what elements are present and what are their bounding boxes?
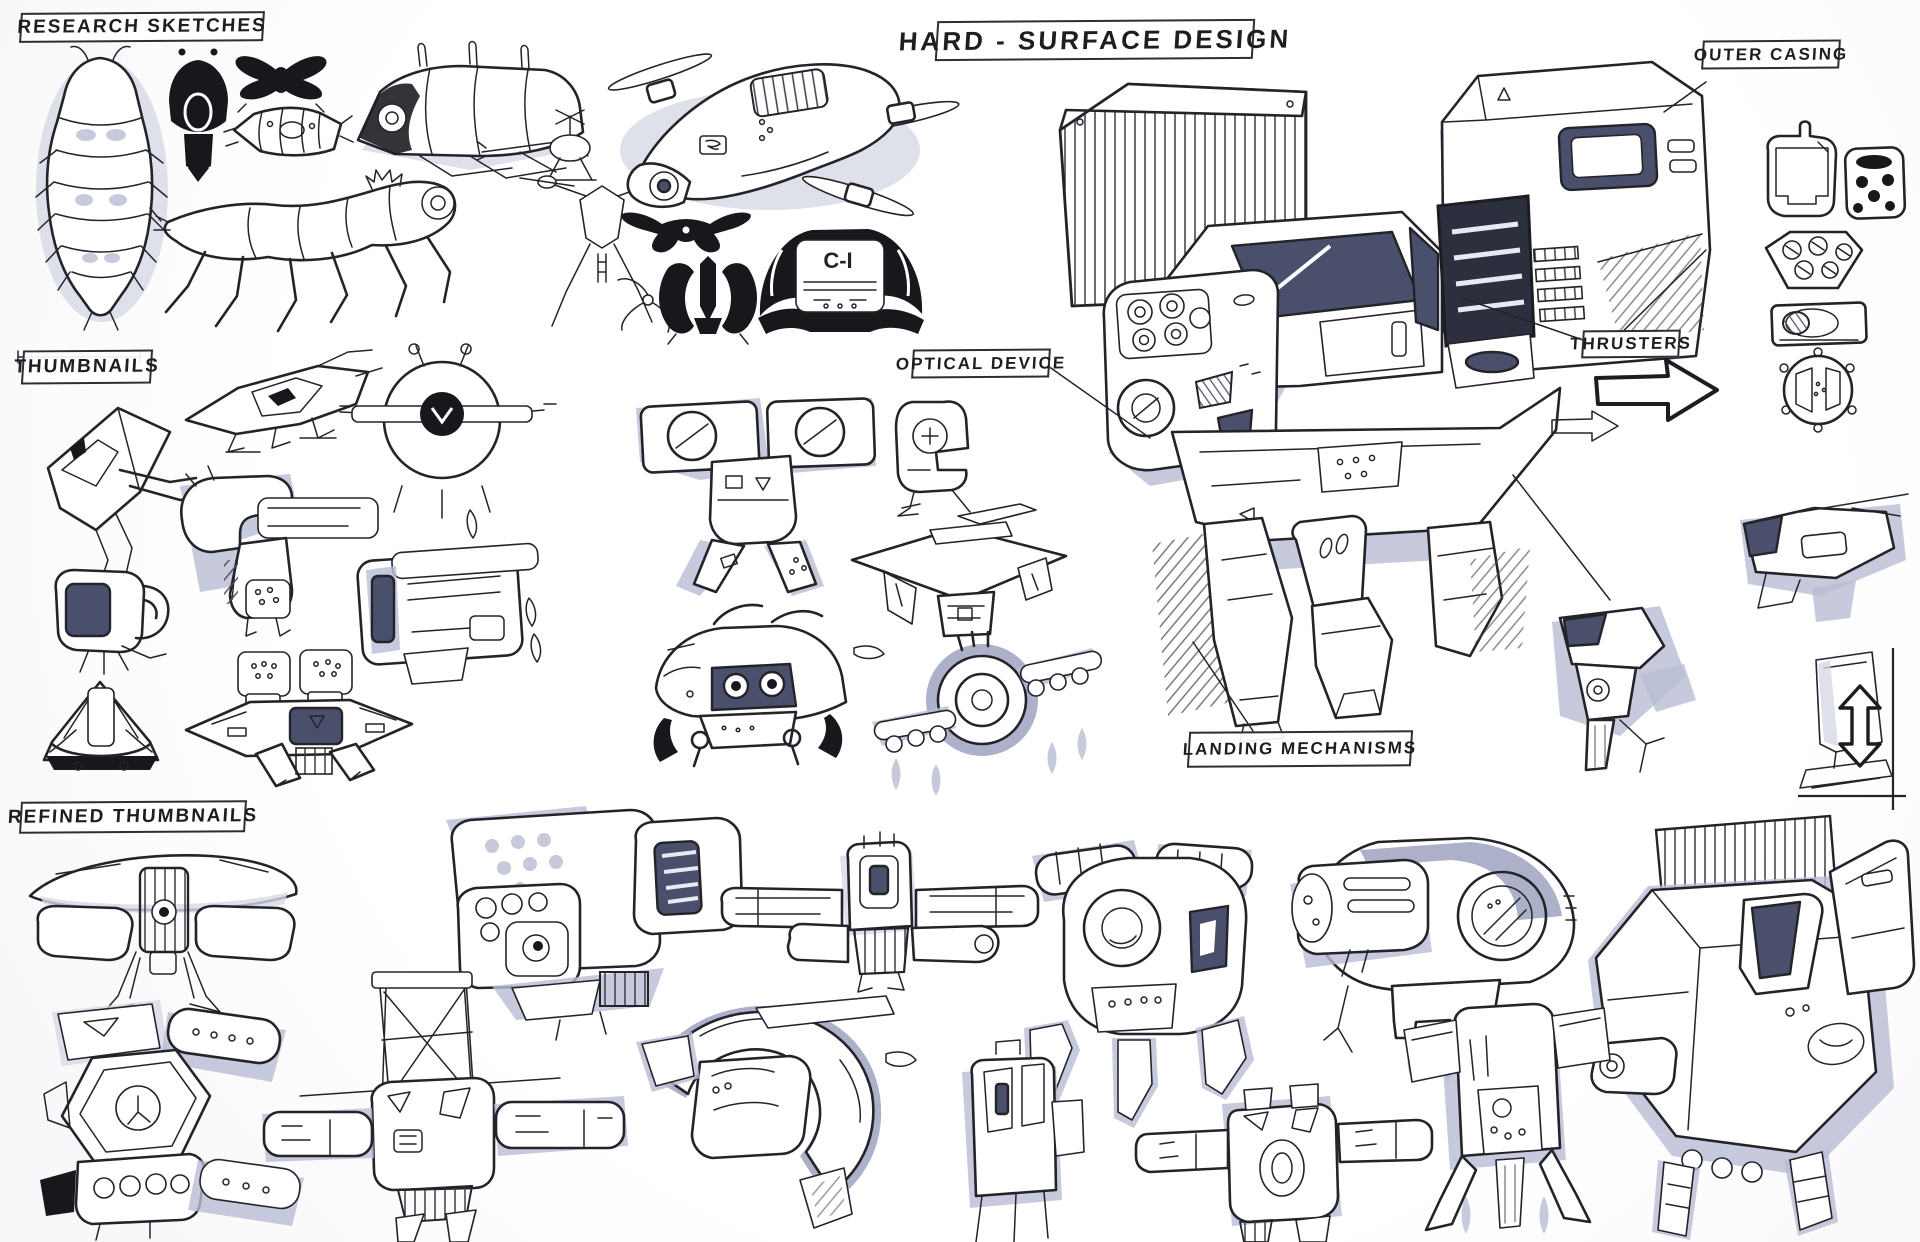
refined-slim-walker <box>962 1039 1085 1242</box>
callout-outer-casing: OUTER CASING <box>1693 39 1849 70</box>
thumb-delta-top-view <box>850 503 1068 638</box>
leader-landing-mechanisms <box>1192 641 1254 732</box>
refined-wing-bar-robot <box>720 831 1040 993</box>
thumb-side-pod-craft <box>54 568 170 675</box>
thumb-s-curve-machine <box>180 465 379 637</box>
refined-tripod-rocket-drone <box>1403 1002 1611 1234</box>
section-label-refined-thumbnails: REFINED THUMBNAILS <box>7 800 259 834</box>
small-right-arrow-icon <box>1551 410 1619 442</box>
thumb-delta-wing-fighter <box>46 406 206 585</box>
part-gear-face <box>1779 347 1857 433</box>
thumb-g-pod <box>894 400 971 517</box>
leader-outer-casing <box>1663 81 1707 113</box>
part-keypad <box>1843 146 1907 220</box>
refined-truss-crane-drone <box>262 971 628 1242</box>
leader-optical-device <box>1047 365 1151 439</box>
study-side-view-drone <box>1740 493 1909 622</box>
hsd-thruster-bank <box>1436 194 1536 389</box>
refined-round-pod-drone <box>1024 840 1254 1128</box>
callout-optical-device: OPTICAL DEVICE <box>895 348 1067 379</box>
refined-cross-core-drone <box>1134 1083 1434 1242</box>
thumb-twin-turret-cruiser <box>184 649 414 788</box>
thumb-arrowhead-ship <box>184 349 383 453</box>
hsd-outer-casing-block <box>1440 60 1712 372</box>
sketch-crawling-insect <box>149 169 457 333</box>
sketch-isopod-top-view <box>35 45 168 331</box>
sketch-segmented-larva <box>223 106 354 157</box>
vertical-double-arrow-icon <box>1838 684 1882 768</box>
refined-dotted-panel-drone <box>446 806 744 1041</box>
thumb-blocky-freighter <box>356 509 542 685</box>
page-title: HARD - SURFACE DESIGN <box>898 18 1292 62</box>
annotation-lines <box>1047 81 1707 732</box>
right-arrow-icon <box>1594 358 1719 422</box>
part-screw-plate <box>1764 230 1864 290</box>
refined-hex-core-drone <box>40 1000 304 1241</box>
refined-pontoon-hovercraft <box>28 854 298 1013</box>
study-casing-box <box>1799 651 1893 789</box>
callout-landing-mechanisms: LANDING MECHANISMS <box>1182 730 1418 768</box>
thumb-saucer-pontoon-drone <box>872 630 1103 796</box>
section-label-research-sketches: RESEARCH SKETCHES <box>17 11 267 43</box>
frame-corner-marks <box>1798 648 1906 810</box>
sketch-winged-insect-silhouette <box>235 56 327 113</box>
drone-badge-text: C-I <box>823 248 852 273</box>
sketch-bat-drone-silhouette <box>659 256 757 345</box>
thumb-crab-head-drone <box>653 603 885 768</box>
thumb-orb-scout <box>339 343 557 519</box>
part-lens-pill <box>1770 301 1868 347</box>
hsd-landing-legs <box>1152 514 1530 743</box>
thumb-binocular-head-drone <box>636 397 877 596</box>
leader-thrusters <box>1461 297 1584 341</box>
sketch-drone-front-view-ci: C-I <box>758 229 924 334</box>
sketch-hero-quadcopter <box>607 53 960 217</box>
study-leg-detail <box>1552 606 1696 773</box>
callout-thrusters: THRUSTERS <box>1569 329 1693 359</box>
refined-boomerang-drone <box>636 995 917 1229</box>
leader-side-study <box>1512 474 1611 601</box>
sketch-quadcopter-silhouette <box>621 212 751 253</box>
part-casing-shell <box>1766 120 1838 218</box>
thumb-tri-fin-lander <box>42 680 160 771</box>
section-label-thumbnails: THUMBNAILS <box>14 349 161 385</box>
sketch-caterpillar-machine <box>356 40 589 179</box>
refined-large-angular-drone <box>1588 814 1916 1240</box>
sketch-beetle-silhouette <box>169 48 228 182</box>
